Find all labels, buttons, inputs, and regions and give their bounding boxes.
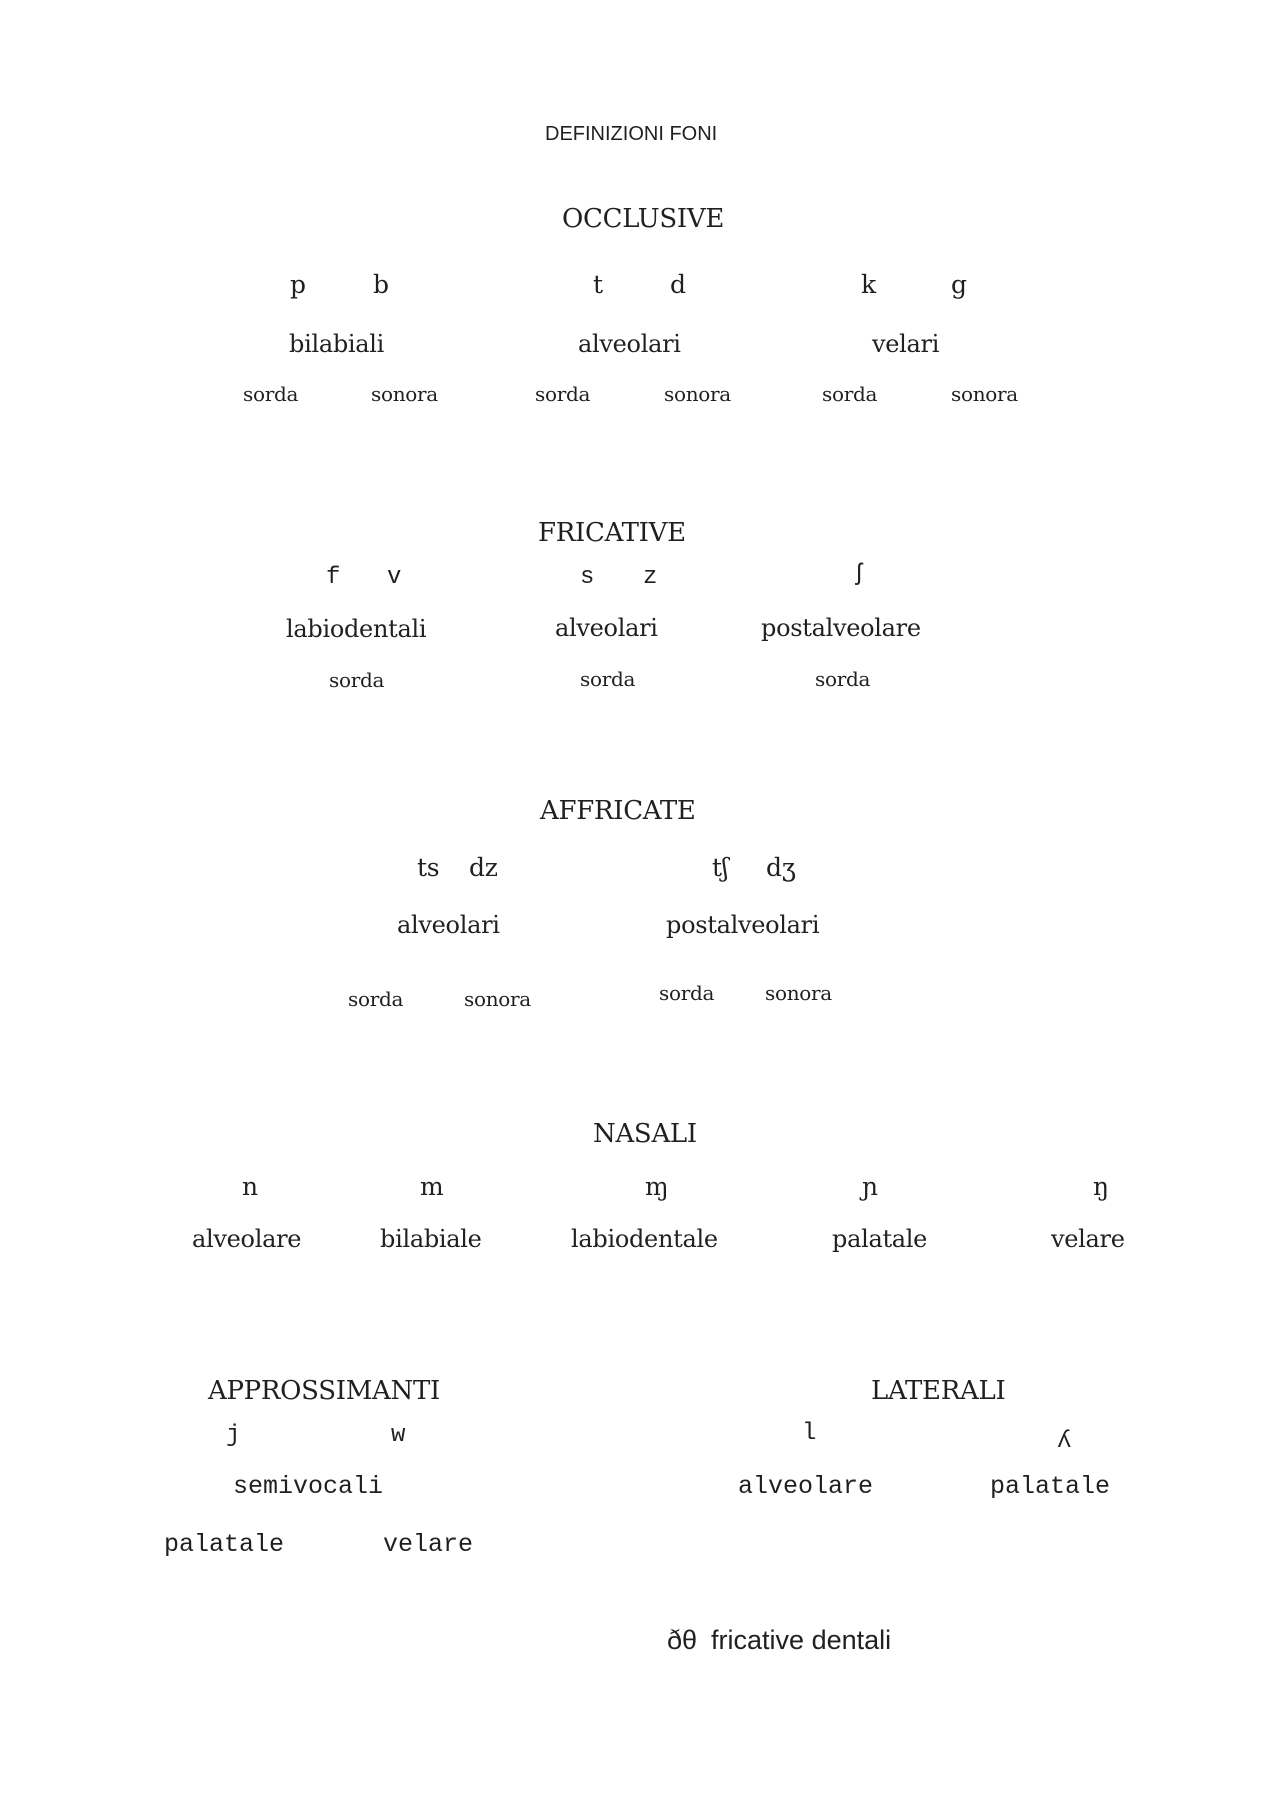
phone-symbol: t — [593, 270, 603, 299]
place-label: velare — [383, 1530, 474, 1559]
phone-symbol: m — [420, 1172, 444, 1201]
section-heading: FRICATIVE — [538, 518, 686, 548]
place-label: alveolare — [192, 1225, 302, 1253]
section-heading: OCCLUSIVE — [562, 204, 724, 234]
place-label: postalveolare — [761, 614, 921, 642]
phone-symbol: b — [373, 270, 389, 299]
phone-symbol: f — [326, 564, 341, 591]
place-label: alveolari — [397, 911, 500, 939]
voicing-label: sorda — [580, 667, 636, 691]
phone-symbol: l — [802, 1420, 817, 1447]
place-label: palatale — [832, 1225, 928, 1253]
phone-symbol: v — [387, 564, 402, 591]
group-label: semivocali — [233, 1472, 384, 1501]
page-title: DEFINIZIONI FONI — [545, 123, 718, 145]
place-label: velare — [1051, 1225, 1125, 1253]
phone-symbol: k — [861, 270, 876, 299]
place-label: alveolari — [555, 614, 658, 642]
phone-symbol: w — [391, 1422, 406, 1449]
note-symbols: ðθ — [667, 1625, 698, 1655]
voicing-label: sonora — [765, 981, 832, 1005]
phone-symbol: ʎ — [1057, 1428, 1072, 1455]
phone-symbol: dz — [469, 853, 498, 882]
place-label: alveolare — [738, 1472, 874, 1501]
phone-symbol: j — [226, 1422, 241, 1449]
voicing-label: sorda — [822, 382, 878, 406]
place-label: palatale — [164, 1530, 285, 1559]
phone-symbol: ʃ — [852, 561, 867, 588]
voicing-label: sorda — [535, 382, 591, 406]
phone-symbol: s — [580, 564, 595, 591]
voicing-label: sonora — [951, 382, 1018, 406]
phone-symbol: d — [670, 270, 686, 299]
section-heading: AFFRICATE — [540, 796, 696, 826]
voicing-label: sorda — [659, 981, 715, 1005]
phone-symbol: g — [951, 270, 967, 299]
section-heading: LATERALI — [871, 1376, 1006, 1406]
voicing-label: sorda — [815, 667, 871, 691]
voicing-label: sorda — [329, 668, 385, 692]
place-label: postalveolari — [666, 911, 820, 939]
voicing-label: sonora — [464, 987, 531, 1011]
dental-fricatives-note: ðθ fricative dentali — [667, 1627, 891, 1654]
place-label: labiodentale — [571, 1225, 718, 1253]
note-label: fricative dentali — [711, 1625, 892, 1655]
voicing-label: sonora — [371, 382, 438, 406]
phone-symbol: ɲ — [862, 1172, 878, 1201]
phone-symbol: z — [643, 564, 658, 591]
phone-symbol: dʒ — [766, 853, 796, 882]
section-heading: NASALI — [593, 1119, 697, 1149]
place-label: alveolari — [578, 330, 681, 358]
section-heading: APPROSSIMANTI — [208, 1376, 440, 1406]
place-label: bilabiale — [380, 1225, 482, 1253]
phone-symbol: tʃ — [712, 853, 729, 882]
phone-symbol: p — [290, 270, 306, 299]
place-label: labiodentali — [286, 615, 427, 643]
phone-symbol: ts — [417, 853, 440, 882]
phone-symbol: ɱ — [645, 1172, 669, 1201]
phone-symbol: ŋ — [1093, 1172, 1109, 1201]
place-label: velari — [872, 330, 940, 358]
voicing-label: sonora — [664, 382, 731, 406]
place-label: bilabiali — [289, 330, 385, 358]
voicing-label: sorda — [243, 382, 299, 406]
phone-symbol: n — [242, 1172, 258, 1201]
place-label: palatale — [990, 1472, 1111, 1501]
voicing-label: sorda — [348, 987, 404, 1011]
